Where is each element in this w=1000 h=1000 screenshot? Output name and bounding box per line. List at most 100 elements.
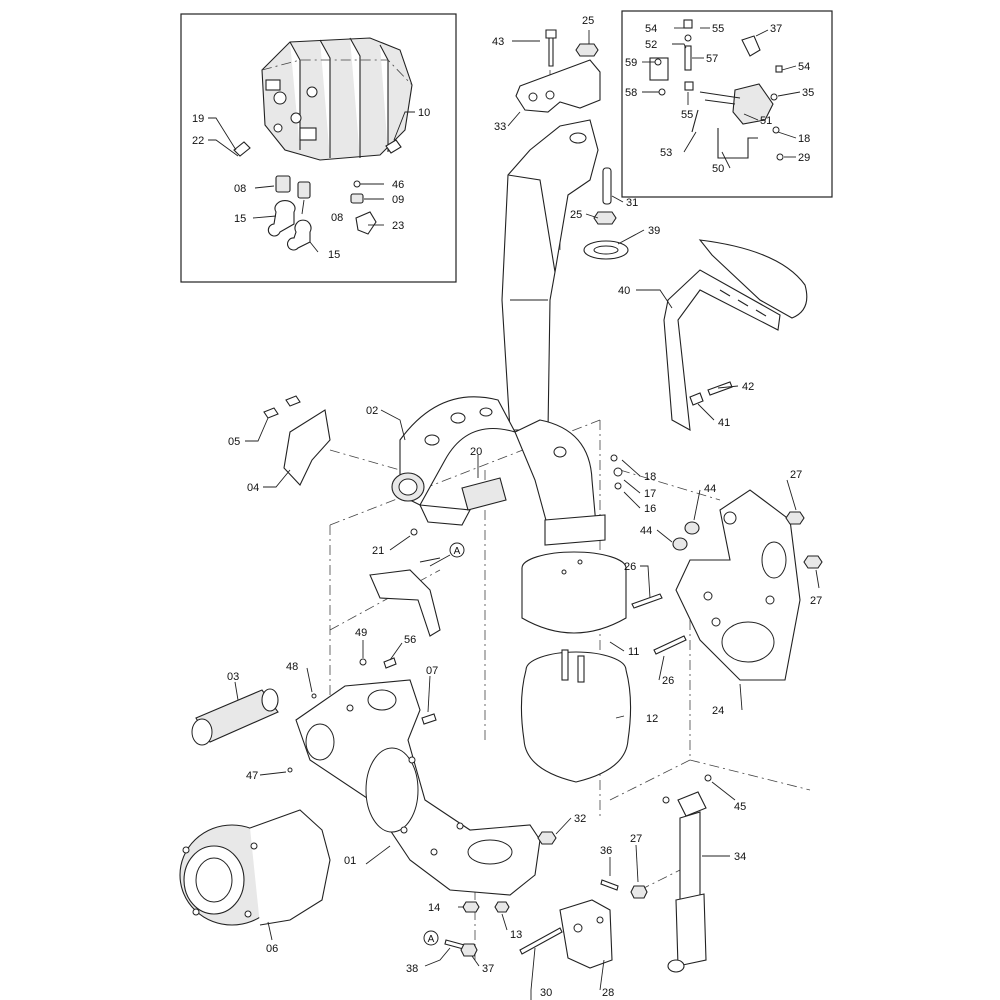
callout-31: 31: [626, 197, 638, 209]
callout-35: 35: [802, 87, 814, 99]
part-28-bracket: [559, 899, 613, 969]
callout-04: 04: [247, 482, 259, 494]
callout-20: 20: [470, 446, 482, 458]
callout-56: 56: [404, 634, 416, 646]
part-18-screw: [610, 454, 618, 462]
callout-08: 08: [331, 212, 343, 224]
callout-36: 36: [600, 845, 612, 857]
callout-48: 48: [286, 661, 298, 673]
callout-53: 53: [660, 147, 672, 159]
callout-26: 26: [624, 561, 636, 573]
svg-text:A: A: [454, 546, 461, 557]
callout-51: 51: [760, 115, 772, 127]
callout-25: 25: [570, 209, 582, 221]
part-14-nut: [462, 901, 480, 913]
callout-32: 32: [574, 813, 586, 825]
callout-27: 27: [810, 595, 822, 607]
callout-07: 07: [426, 665, 438, 677]
part-07-bolt: [421, 713, 437, 725]
callout-01: 01: [344, 855, 356, 867]
part-12-air-spring: [520, 649, 632, 783]
callout-54: 54: [798, 61, 810, 73]
part-02-carrier: [391, 119, 606, 546]
svg-text:A: A: [428, 934, 435, 945]
part-43-bolt: [545, 29, 557, 67]
part-24-bracket: [675, 489, 801, 681]
callout-15: 15: [328, 249, 340, 261]
callout-47: 47: [246, 770, 258, 782]
callout-13: 13: [510, 929, 522, 941]
callout-46: 46: [392, 179, 404, 191]
callout-44: 44: [640, 525, 652, 537]
valve-fittings: [233, 139, 402, 251]
callout-39: 39: [648, 225, 660, 237]
callout-19: 19: [192, 113, 204, 125]
part-13-nut: [494, 901, 510, 913]
part-48-pin: [311, 693, 317, 699]
callout-57: 57: [706, 53, 718, 65]
callout-18: 18: [798, 133, 810, 145]
part-32-nut: [537, 831, 557, 845]
callout-54: 54: [645, 23, 657, 35]
callout-44: 44: [704, 483, 716, 495]
part-44-bushing: [672, 537, 688, 551]
part-26-bolt: [653, 635, 687, 655]
valve-link: [419, 557, 441, 563]
part-21-screw: [410, 528, 418, 536]
callout-10: 10: [418, 107, 430, 119]
callout-33: 33: [494, 121, 506, 133]
part-05-bolts: [263, 395, 301, 419]
part-41-bushing: [689, 392, 704, 406]
part-44-bushing: [684, 521, 700, 535]
callout-26: 26: [662, 675, 674, 687]
connector-marker-a: A: [449, 542, 465, 558]
callout-18: 18: [644, 471, 656, 483]
part-03-tube: [191, 688, 279, 746]
callout-15: 15: [234, 213, 246, 225]
part-04-bracket: [283, 409, 331, 486]
part-31-pin: [602, 167, 612, 205]
callout-24: 24: [712, 705, 724, 717]
part-45-bushing: [662, 796, 670, 804]
part-27-nut: [803, 555, 823, 569]
callout-49: 49: [355, 627, 367, 639]
callout-34: 34: [734, 851, 746, 863]
callout-37: 37: [770, 23, 782, 35]
valve-bracket: [369, 569, 441, 637]
part-42-bolt: [707, 381, 733, 396]
part-33-bracket: [515, 59, 601, 113]
part-25-nut: [575, 43, 599, 57]
callout-22: 22: [192, 135, 204, 147]
callout-42: 42: [742, 381, 754, 393]
part-16-nut: [614, 482, 622, 490]
connector-marker-a-lower: A: [423, 930, 439, 946]
callout-28: 28: [602, 987, 614, 999]
callout-55: 55: [681, 109, 693, 121]
part-20-pad: [461, 477, 507, 511]
callout-27: 27: [790, 469, 802, 481]
callout-09: 09: [392, 194, 404, 206]
callout-40: 40: [618, 285, 630, 297]
part-27-nut-lower: [630, 885, 648, 899]
callout-30: 30: [540, 987, 552, 999]
callout-02: 02: [366, 405, 378, 417]
part-17-washer: [613, 467, 623, 477]
callout-17: 17: [644, 488, 656, 500]
inset2-leaders: [642, 27, 801, 169]
part-36-bolt: [600, 879, 619, 891]
marker-a-leader: [429, 554, 451, 567]
callout-23: 23: [392, 220, 404, 232]
valve-block-illustration: [261, 37, 413, 161]
part-34-shock-absorber: [667, 791, 707, 973]
inset-box-level-valve: [621, 10, 833, 198]
part-01-trailing-arm: [295, 679, 541, 896]
part-40-bracket: [663, 239, 808, 431]
callout-50: 50: [712, 163, 724, 175]
callout-21: 21: [372, 545, 384, 557]
part-49-screw: [359, 658, 367, 666]
callout-58: 58: [625, 87, 637, 99]
callout-12: 12: [646, 713, 658, 725]
main-leaders: [234, 30, 820, 1000]
callout-38: 38: [406, 963, 418, 975]
